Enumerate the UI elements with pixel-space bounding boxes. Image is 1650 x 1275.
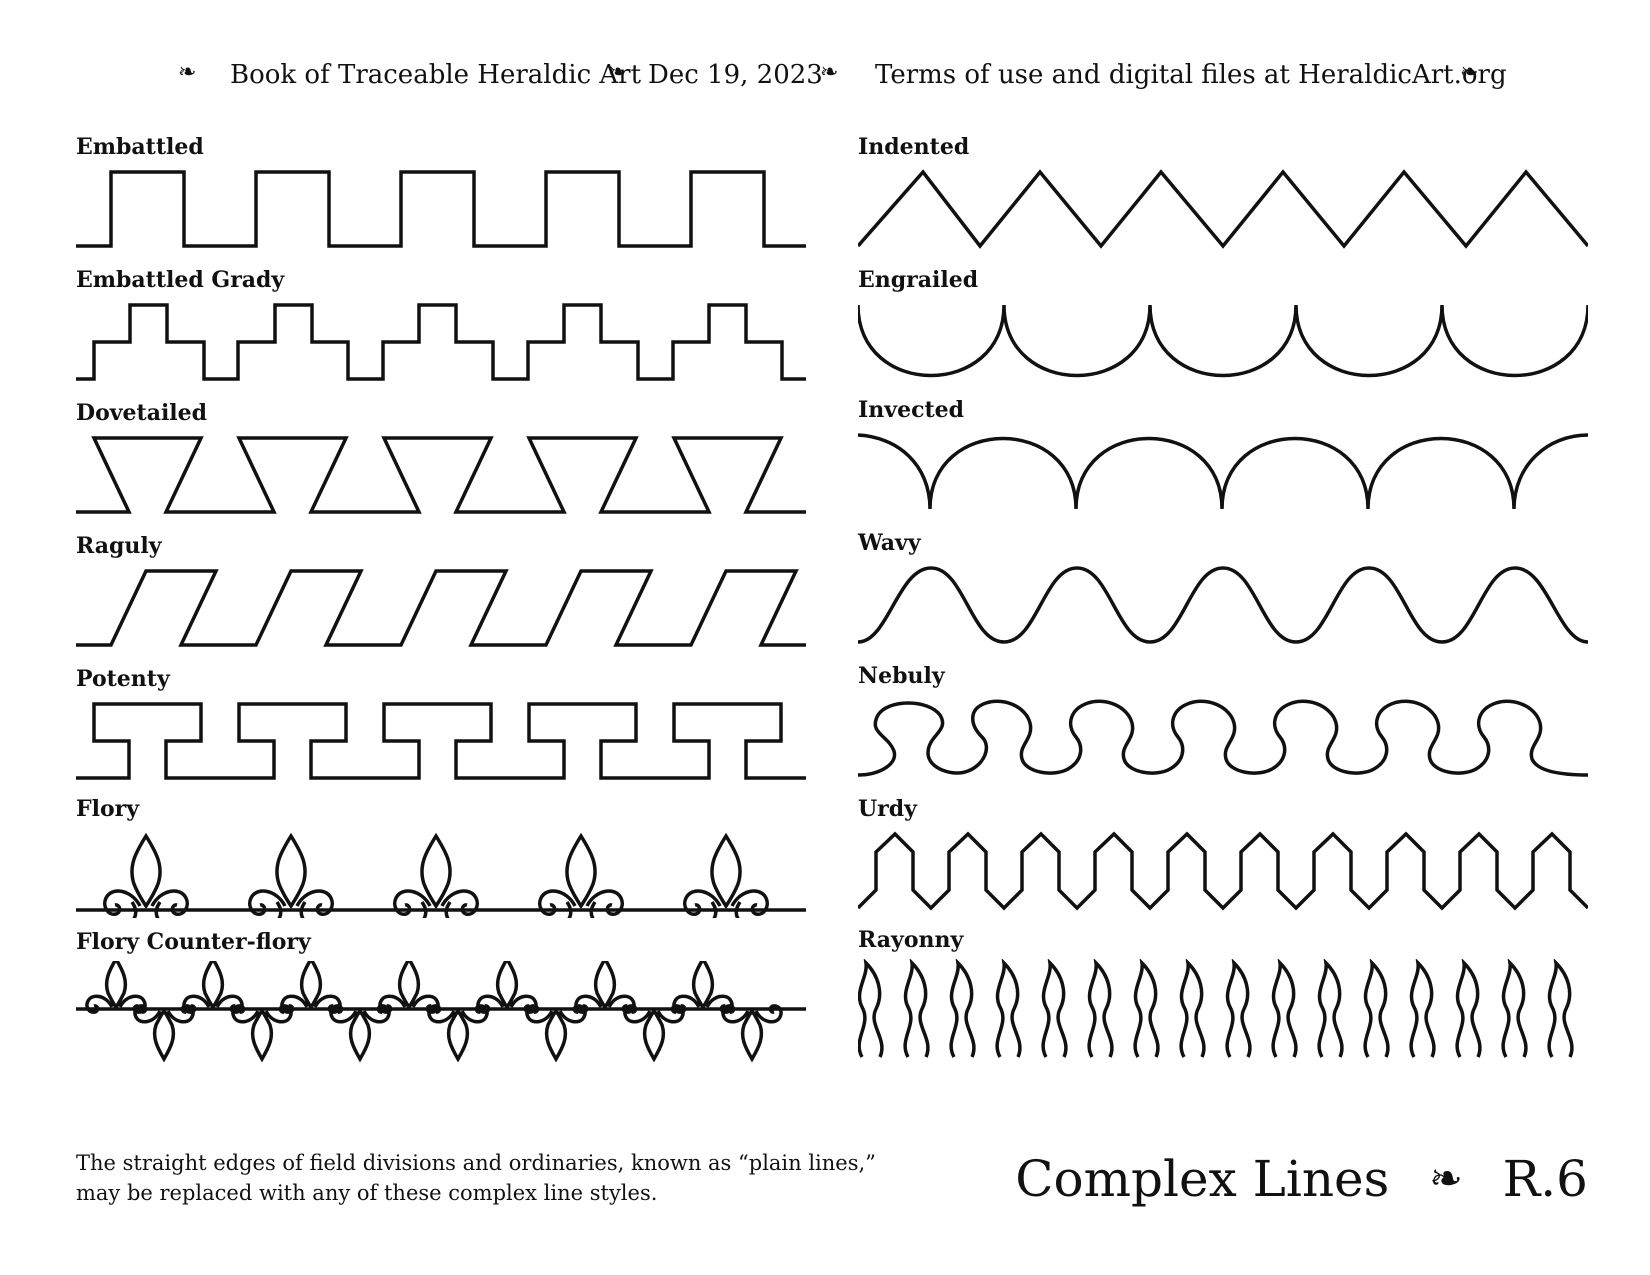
invected-line-icon xyxy=(858,433,1588,510)
embattled-grady-line-icon xyxy=(76,303,806,381)
line-style-label: Urdy xyxy=(858,796,917,822)
publication-date: Dec 19, 2023 xyxy=(648,60,823,90)
line-style-label: Embattled Grady xyxy=(76,267,285,293)
line-style-label: Embattled xyxy=(76,134,204,160)
fleuron-ornament-icon: ❧ xyxy=(178,60,197,85)
line-style-label: Flory xyxy=(76,796,140,822)
urdy-line-icon xyxy=(858,831,1588,911)
terms-link[interactable]: Terms of use and digital files at Herald… xyxy=(875,60,1507,90)
line-style-label: Rayonny xyxy=(858,927,964,953)
fleuron-ornament-icon: ❧ xyxy=(1429,1156,1463,1202)
explanatory-note: The straight edges of field divisions an… xyxy=(76,1151,876,1205)
line-style-label: Wavy xyxy=(858,530,921,556)
line-style-label: Engrailed xyxy=(858,267,979,293)
line-style-label: Nebuly xyxy=(858,663,945,689)
line-style-label: Indented xyxy=(858,134,970,160)
raguly-line-icon xyxy=(76,569,806,647)
page-title-name: Complex Lines xyxy=(1015,1150,1390,1208)
page-title: Complex Lines ❧ R.6 xyxy=(1015,1146,1588,1208)
page-number: R.6 xyxy=(1502,1150,1588,1208)
page-header: ❧ Book of Traceable Heraldic Art ❧ Dec 1… xyxy=(0,52,1650,102)
flory-counter-flory-line-icon xyxy=(76,961,806,1061)
fleuron-ornament-icon: ❧ xyxy=(608,60,627,85)
indented-line-icon xyxy=(858,169,1588,249)
line-style-label: Dovetailed xyxy=(76,400,208,426)
engrailed-line-icon xyxy=(858,304,1588,378)
nebuly-line-icon xyxy=(858,699,1588,777)
dovetailed-line-icon xyxy=(76,436,806,514)
flory-line-icon xyxy=(76,834,806,918)
line-style-label: Flory Counter-flory xyxy=(76,929,311,955)
line-style-label: Invected xyxy=(858,397,965,423)
fleuron-ornament-icon: ❧ xyxy=(820,60,839,85)
rayonny-line-icon xyxy=(858,961,1574,1059)
potenty-line-icon xyxy=(76,702,806,780)
fleuron-ornament-icon: ❧ xyxy=(1460,60,1479,85)
book-title: Book of Traceable Heraldic Art xyxy=(230,60,642,90)
wavy-line-icon xyxy=(858,566,1588,644)
embattled-line-icon xyxy=(76,170,806,248)
line-style-label: Potenty xyxy=(76,666,170,692)
line-style-label: Raguly xyxy=(76,533,162,559)
